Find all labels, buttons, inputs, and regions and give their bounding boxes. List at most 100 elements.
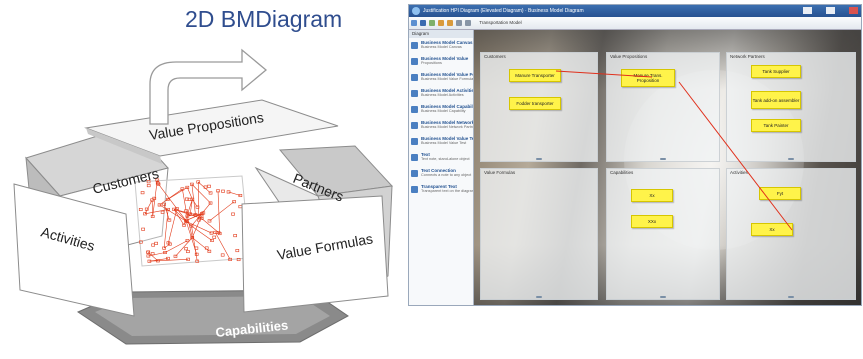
sticky-note[interactable]: Fodder transporter bbox=[509, 97, 561, 110]
network-edge bbox=[187, 213, 202, 217]
sidebar-tab[interactable]: Diagram bbox=[409, 30, 473, 38]
sticky-note[interactable]: Manure Trans. Proposition bbox=[621, 69, 675, 87]
zoom-icon[interactable] bbox=[456, 20, 462, 26]
network-node bbox=[184, 220, 189, 224]
window-title: Justification HPI Diagram (Elevated Diag… bbox=[423, 8, 584, 14]
palette-item-title: Business Model Value Formulas bbox=[421, 72, 473, 77]
palette-item-subtitle: Business Model Canvas bbox=[421, 45, 462, 49]
palette-item-title: Transparent Text bbox=[421, 184, 457, 189]
network-edge bbox=[148, 252, 166, 257]
connector-line[interactable] bbox=[678, 81, 793, 231]
network-node bbox=[185, 185, 190, 189]
undo-icon[interactable] bbox=[438, 20, 444, 26]
sticky-note[interactable]: Manure Transporter bbox=[509, 69, 561, 82]
network-node bbox=[232, 200, 236, 204]
redo-icon[interactable] bbox=[447, 20, 453, 26]
network-node bbox=[146, 184, 151, 188]
network-node bbox=[150, 198, 154, 202]
copy-icon[interactable] bbox=[429, 20, 435, 26]
network-node bbox=[173, 254, 178, 258]
close-button[interactable] bbox=[849, 7, 858, 14]
bm-panel[interactable]: Value Formulas bbox=[480, 168, 598, 300]
network-edge bbox=[173, 209, 185, 226]
network-node bbox=[190, 236, 195, 240]
network-node bbox=[210, 238, 214, 242]
sticky-note[interactable]: Fyt bbox=[759, 187, 801, 200]
network-node bbox=[193, 213, 198, 217]
maximize-button[interactable] bbox=[826, 7, 835, 14]
network-edge bbox=[151, 199, 153, 217]
save-icon[interactable] bbox=[420, 20, 426, 26]
network-edge bbox=[186, 221, 212, 234]
network-node bbox=[201, 211, 206, 215]
network-edge bbox=[197, 181, 200, 220]
network-node bbox=[182, 223, 186, 227]
panel-resize-handle[interactable] bbox=[788, 158, 794, 160]
print-icon[interactable] bbox=[465, 20, 471, 26]
panel-resize-handle[interactable] bbox=[788, 296, 794, 298]
window-controls bbox=[789, 7, 858, 19]
palette-item-subtitle: Propositions bbox=[421, 61, 442, 65]
network-node bbox=[162, 246, 166, 250]
network-node bbox=[151, 243, 155, 247]
network-node bbox=[155, 181, 160, 185]
network-node bbox=[195, 205, 200, 209]
palette-item-subtitle: Business Model Network Partner bbox=[421, 125, 473, 129]
sticky-note[interactable]: Xx bbox=[751, 223, 793, 236]
panel-title: Activities bbox=[730, 170, 748, 175]
sticky-note[interactable]: Tank Painter bbox=[751, 119, 801, 132]
panel-resize-handle[interactable] bbox=[660, 158, 666, 160]
palette-item-icon bbox=[411, 90, 418, 97]
network-node bbox=[154, 241, 158, 245]
panel-resize-handle[interactable] bbox=[536, 296, 542, 298]
network-node bbox=[162, 202, 166, 206]
palette-item-title: Business Model Network Partner bbox=[421, 120, 473, 125]
network-node bbox=[208, 201, 213, 205]
palette-item-title: Business Model Capability bbox=[421, 104, 473, 109]
panel-title: Network Partners bbox=[730, 54, 765, 59]
network-node bbox=[216, 189, 220, 193]
network-node bbox=[163, 250, 167, 254]
new-icon[interactable] bbox=[411, 20, 417, 26]
panel-resize-handle[interactable] bbox=[660, 296, 666, 298]
sticky-note[interactable]: Xx bbox=[631, 189, 673, 202]
network-node bbox=[180, 187, 185, 191]
panel-resize-handle[interactable] bbox=[536, 158, 542, 160]
network-node bbox=[184, 209, 188, 213]
network-node bbox=[144, 207, 149, 211]
sticky-note[interactable]: Tank Supplier bbox=[751, 65, 801, 78]
network-edge bbox=[163, 209, 169, 249]
network-edge bbox=[201, 218, 219, 233]
sticky-note[interactable]: XXx bbox=[631, 215, 673, 228]
sticky-note[interactable]: Tank add-on assembler bbox=[751, 91, 801, 109]
network-edge bbox=[163, 204, 170, 221]
connector-line[interactable] bbox=[555, 70, 653, 78]
palette-item-subtitle: Business Model Value Test bbox=[421, 141, 467, 145]
minimize-button[interactable] bbox=[803, 7, 812, 14]
palette-item-subtitle: Business Model Activities bbox=[421, 93, 464, 97]
palette-item-subtitle: Business Model Capability bbox=[421, 109, 466, 113]
palette-item-title: Business Model Activities bbox=[421, 88, 473, 93]
network-node bbox=[143, 212, 147, 216]
network-node bbox=[186, 257, 190, 261]
network-node bbox=[184, 197, 189, 201]
network-edge bbox=[144, 209, 169, 215]
diagram-title: 2D BMDiagram bbox=[185, 6, 343, 32]
network-edge bbox=[187, 187, 193, 200]
